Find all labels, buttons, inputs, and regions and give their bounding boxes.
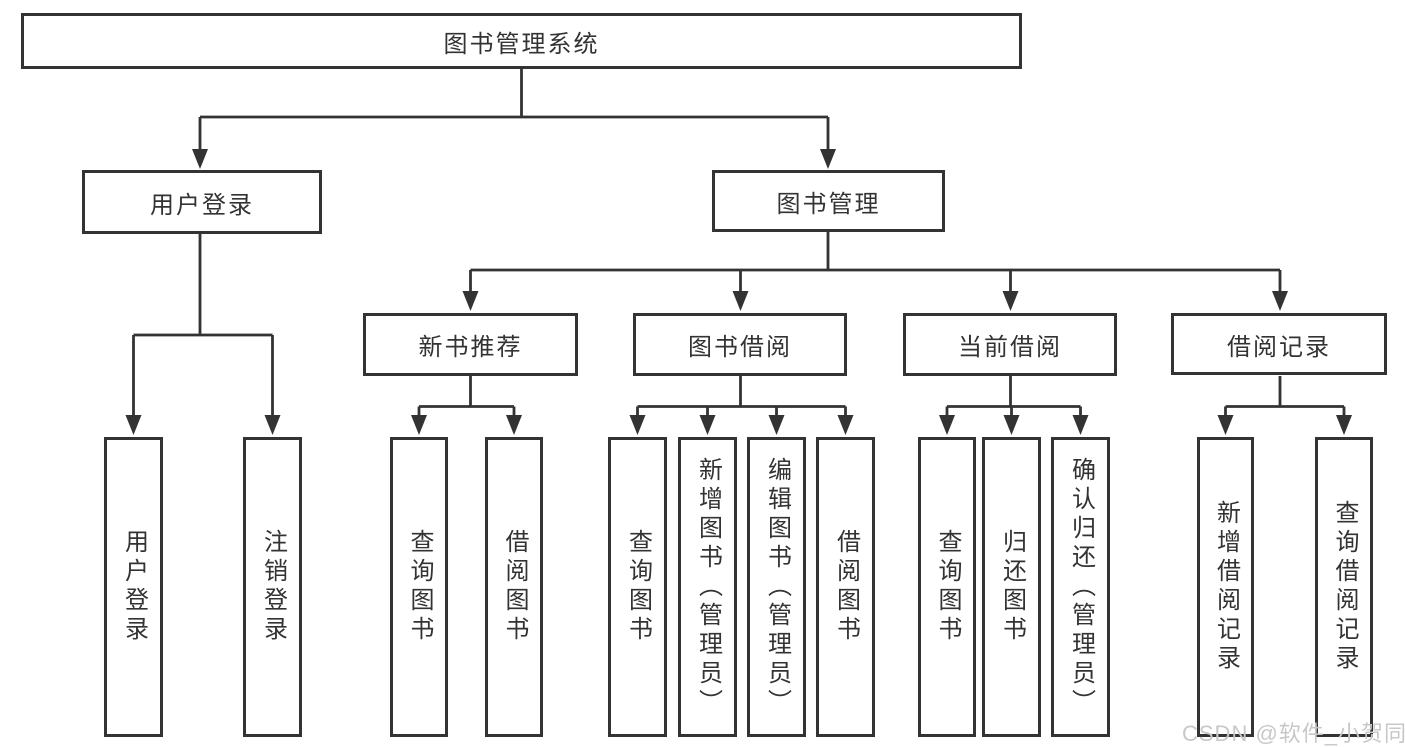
leaf-recommend-borrow-book-label: 借阅图书 xyxy=(501,529,528,645)
leaf-add-borrow-record: 新增借阅记录 xyxy=(1197,437,1254,737)
leaf-user-login-label: 用户登录 xyxy=(120,529,148,645)
node-borrow-records-label: 借阅记录 xyxy=(1227,333,1331,361)
leaf-recommend-query-book: 查询图书 xyxy=(390,437,448,737)
node-book-borrow: 图书借阅 xyxy=(633,313,847,376)
node-new-book-recommend: 新书推荐 xyxy=(363,313,578,376)
node-new-book-recommend-label: 新书推荐 xyxy=(418,334,523,361)
leaf-current-query-book-label: 查询图书 xyxy=(934,529,961,645)
leaf-logout: 注销登录 xyxy=(243,437,302,737)
node-book-management-label: 图书管理 xyxy=(776,190,881,218)
leaf-borrow-query-book: 查询图书 xyxy=(608,437,667,737)
leaf-return-book-label: 归还图书 xyxy=(998,529,1026,645)
node-borrow-records: 借阅记录 xyxy=(1171,313,1387,375)
leaf-borrow-query-book-label: 查询图书 xyxy=(624,529,652,645)
connector-borrow-records xyxy=(1217,376,1352,435)
node-user-login-label: 用户登录 xyxy=(150,191,254,219)
node-book-management: 图书管理 xyxy=(712,170,945,232)
leaf-add-book-admin-label: 新增图书（管理员） xyxy=(694,456,722,718)
leaf-recommend-query-book-label: 查询图书 xyxy=(406,529,433,645)
leaf-confirm-return-admin: 确认归还（管理员） xyxy=(1051,437,1110,737)
connector-current-borrow xyxy=(939,376,1089,435)
connector-book-management xyxy=(462,232,1288,311)
node-root: 图书管理系统 xyxy=(21,13,1022,69)
leaf-borrow-book: 借阅图书 xyxy=(816,437,875,737)
node-user-login: 用户登录 xyxy=(82,170,322,234)
leaf-add-borrow-record-label: 新增借阅记录 xyxy=(1212,500,1240,674)
csdn-watermark: CSDN @软件_小贺同学 xyxy=(1182,721,1405,746)
leaf-edit-book-admin-label: 编辑图书（管理员） xyxy=(763,456,791,718)
leaf-recommend-borrow-book: 借阅图书 xyxy=(485,437,543,737)
connector-new-book-recommend xyxy=(411,376,522,435)
connector-root xyxy=(192,69,836,169)
node-current-borrow: 当前借阅 xyxy=(903,313,1117,376)
leaf-return-book: 归还图书 xyxy=(982,437,1041,737)
leaf-edit-book-admin: 编辑图书（管理员） xyxy=(747,437,806,737)
leaf-query-borrow-record: 查询借阅记录 xyxy=(1315,437,1373,737)
leaf-confirm-return-admin-label: 确认归还（管理员） xyxy=(1067,456,1095,718)
leaf-logout-label: 注销登录 xyxy=(259,529,287,645)
node-root-label: 图书管理系统 xyxy=(443,30,600,58)
node-book-borrow-label: 图书借阅 xyxy=(688,334,792,361)
leaf-borrow-book-label: 借阅图书 xyxy=(832,529,860,645)
leaf-current-query-book: 查询图书 xyxy=(918,437,976,737)
node-current-borrow-label: 当前借阅 xyxy=(958,334,1062,361)
connector-book-borrow xyxy=(629,376,854,435)
leaf-add-book-admin: 新增图书（管理员） xyxy=(678,437,737,737)
connector-user-login xyxy=(125,234,281,435)
leaf-query-borrow-record-label: 查询借阅记录 xyxy=(1331,500,1358,674)
leaf-user-login: 用户登录 xyxy=(104,437,163,737)
